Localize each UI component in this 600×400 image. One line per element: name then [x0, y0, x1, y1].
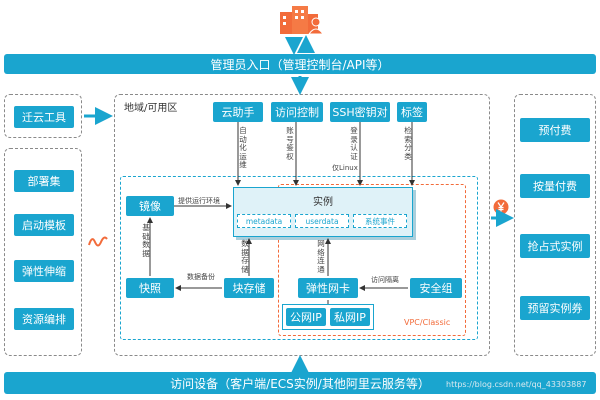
block-storage-button[interactable]: 块存储 [224, 278, 274, 298]
access-isolation-label: 访问隔离 [371, 276, 399, 284]
account-auth-label: 账号鉴权 [286, 126, 294, 161]
tags-button[interactable]: 标签 [397, 102, 427, 122]
vpc-zone [278, 184, 466, 336]
security-group-button[interactable]: 安全组 [410, 278, 462, 298]
auto-ops-label: 自动化运维 [239, 126, 247, 169]
cloud-assistant-button[interactable]: 云助手 [213, 102, 263, 122]
system-events-field[interactable]: 系统事件 [353, 214, 407, 228]
ip-group [282, 304, 374, 330]
instance-title: 实例 [313, 197, 333, 208]
resource-orchestration-button[interactable]: 资源编排 [14, 308, 74, 330]
admin-entry-bar[interactable]: 管理员入口（管理控制台/API等） [4, 54, 596, 74]
migration-tool-button[interactable]: 迁云工具 [14, 106, 74, 128]
userdata-field[interactable]: userdata [295, 214, 349, 228]
linux-only-label: 仅Linux [332, 164, 358, 172]
wave-icon [88, 234, 110, 248]
provide-runtime-label: 提供运行环境 [178, 197, 220, 205]
auto-scaling-button[interactable]: 弹性伸缩 [14, 260, 74, 282]
ssh-keypair-button[interactable]: SSH密钥对 [330, 102, 390, 122]
spot-instance-button[interactable]: 抢占式实例 [520, 234, 590, 258]
yen-coin-icon [493, 199, 509, 215]
launch-template-button[interactable]: 启动模板 [14, 214, 74, 236]
metadata-field[interactable]: metadata [237, 214, 291, 228]
reserved-instance-button[interactable]: 预留实例券 [520, 296, 590, 320]
image-button[interactable]: 镜像 [126, 196, 174, 216]
data-storage-label: 数据存储 [241, 239, 249, 274]
eni-button[interactable]: 弹性网卡 [298, 278, 358, 298]
instance-box[interactable] [233, 187, 413, 237]
prepaid-button[interactable]: 预付费 [520, 118, 590, 142]
compute-zone [120, 176, 478, 340]
public-ip-button[interactable]: 公网IP [286, 308, 326, 326]
pay-as-you-go-button[interactable]: 按量付费 [520, 174, 590, 198]
network-connect-label: 网络连通 [317, 239, 325, 274]
base-data-label: 基础数据 [142, 223, 150, 258]
region-zone-title: 地域/可用区 [124, 103, 178, 114]
search-classify-label: 检索分类 [404, 126, 412, 161]
data-backup-label: 数据备份 [187, 273, 215, 281]
snapshot-button[interactable]: 快照 [126, 278, 174, 298]
vpc-label: VPC/Classic [404, 318, 451, 327]
login-auth-label: 登录认证 [350, 126, 358, 161]
building-users-icon [278, 2, 326, 36]
access-device-bar[interactable]: 访问设备（客户端/ECS实例/其他阿里云服务等） [4, 372, 596, 394]
watermark: https://blog.csdn.net/qq_43303887 [446, 380, 587, 389]
private-ip-button[interactable]: 私网IP [330, 308, 370, 326]
access-control-button[interactable]: 访问控制 [271, 102, 323, 122]
deployment-set-button[interactable]: 部署集 [14, 170, 74, 192]
